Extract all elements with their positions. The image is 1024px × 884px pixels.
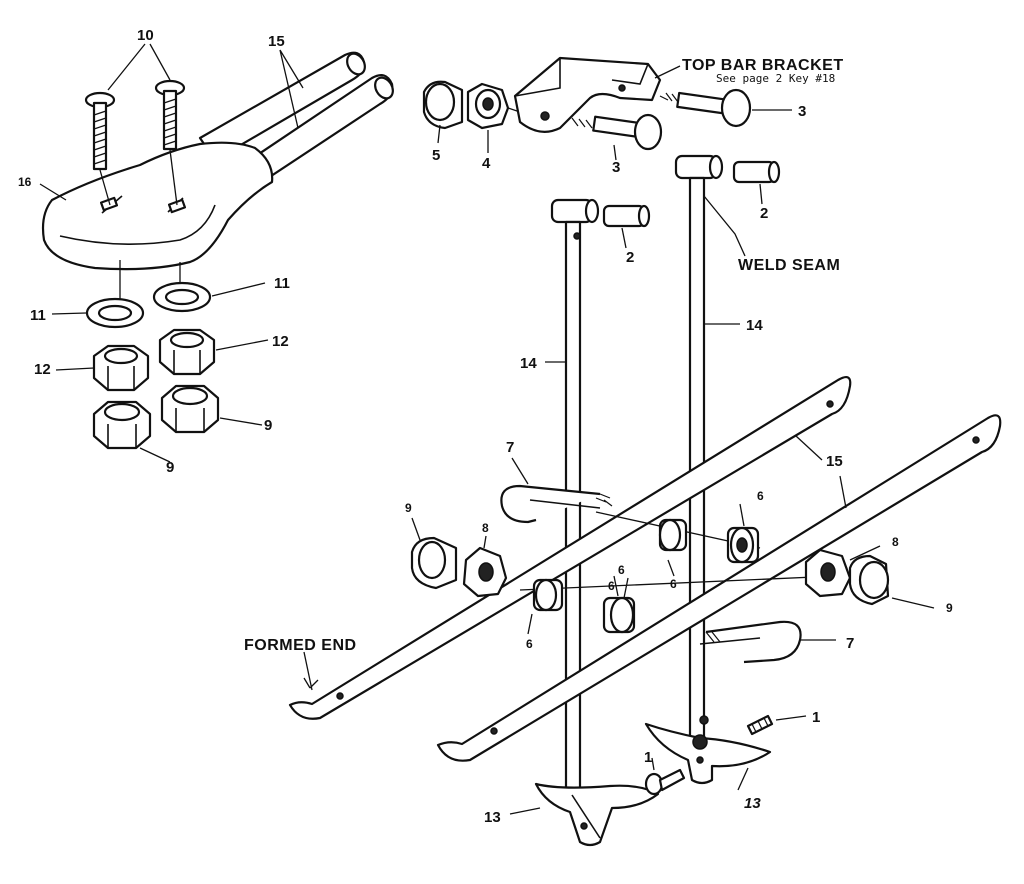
- slide-end-cap: [41, 141, 274, 271]
- callout-6-a: 6: [757, 489, 764, 503]
- push-rod-left: [550, 198, 600, 806]
- end-cap-2-right: [732, 160, 781, 184]
- screw-1-lower: [644, 768, 686, 796]
- hex-nut-8-right: [804, 548, 852, 598]
- carriage-bolt-3-upper: [659, 88, 752, 128]
- callout-3-upper: 3: [798, 103, 806, 120]
- callout-4: 4: [482, 155, 491, 172]
- lock-nut-left: [92, 400, 152, 450]
- callout-1-lower: 1: [644, 749, 652, 766]
- carriage-bolt-right: [154, 79, 186, 206]
- callout-9-lower-left: 9: [405, 501, 412, 515]
- screw-1-upper: [746, 714, 774, 736]
- callout-3-lower: 3: [612, 159, 620, 176]
- callout-15-bottom: 15: [826, 453, 843, 470]
- callout-1-upper: 1: [812, 709, 820, 726]
- cap-nut-5: [422, 80, 464, 130]
- callout-12-right: 12: [272, 333, 289, 350]
- carriage-bolt-left: [84, 91, 116, 206]
- callout-12-left: 12: [34, 361, 51, 378]
- callout-2-left: 2: [626, 249, 634, 266]
- slide-rail-tubes: [198, 51, 394, 192]
- slide-foot-left: [534, 782, 660, 847]
- lock-washer-right: [152, 281, 212, 313]
- push-rod-right: [674, 154, 724, 752]
- top-bar-bracket: [513, 56, 662, 133]
- callout-6-d: 6: [608, 579, 615, 593]
- caption-see-page: See page 2 Key #18: [716, 72, 835, 85]
- callout-7-lower: 7: [846, 635, 854, 652]
- callout-labels: 10 15 16 11 11 12 12 9 9 5 4 3 3 TOP BAR…: [18, 27, 953, 826]
- callout-6-b: 6: [670, 577, 677, 591]
- callout-11-left: 11: [30, 307, 46, 324]
- callout-2-right: 2: [760, 205, 768, 222]
- callout-13-right: 13: [744, 795, 761, 812]
- top-bar-bracket-assembly: [422, 56, 792, 161]
- callout-7-upper: 7: [506, 439, 514, 456]
- bushing-6-c: [532, 578, 564, 612]
- callout-16: 16: [18, 175, 32, 189]
- callout-13-left: 13: [484, 809, 501, 826]
- lock-washer-left: [85, 297, 145, 329]
- callout-9-lower-right: 9: [946, 601, 953, 615]
- callout-14-right: 14: [746, 317, 763, 334]
- slide-foot-right: [644, 722, 772, 785]
- callout-5: 5: [432, 147, 440, 164]
- slide-end-assembly: [39, 43, 394, 463]
- hex-nut-8-left: [462, 546, 508, 598]
- callout-6-c: 6: [618, 563, 625, 577]
- callout-14-left: 14: [520, 355, 537, 372]
- cap-nut-9-right: [848, 554, 890, 606]
- callout-15-top: 15: [268, 33, 285, 50]
- callout-8-left: 8: [482, 521, 489, 535]
- u-bolt-lower: [699, 620, 802, 664]
- slide-rail-back: [288, 376, 852, 720]
- bushing-6-a: [658, 518, 688, 552]
- bushing-6-d: [602, 596, 636, 634]
- callout-9-bottom: 9: [166, 459, 174, 476]
- callout-10: 10: [137, 27, 154, 44]
- callout-9-right: 9: [264, 417, 272, 434]
- bushing-6-b: [726, 526, 760, 564]
- caption-formed-end: FORMED END: [244, 637, 357, 654]
- cap-nut-9-left: [410, 536, 458, 590]
- callout-6-e: 6: [526, 637, 533, 651]
- end-cap-2-left: [602, 204, 651, 228]
- slide-rail-front: [436, 414, 1002, 762]
- caption-top-bar-bracket: TOP BAR BRACKET: [682, 57, 844, 74]
- caption-weld-seam: WELD SEAM: [738, 257, 840, 274]
- lock-nut-right: [160, 384, 220, 434]
- hex-nut-right: [158, 328, 216, 376]
- hex-nut-left: [92, 344, 150, 392]
- callout-11-right: 11: [274, 275, 290, 292]
- u-bolt-upper: [500, 484, 613, 524]
- callout-8-right: 8: [892, 535, 899, 549]
- hex-nut-4: [466, 82, 510, 130]
- carriage-bolt-3-lower: [571, 113, 663, 151]
